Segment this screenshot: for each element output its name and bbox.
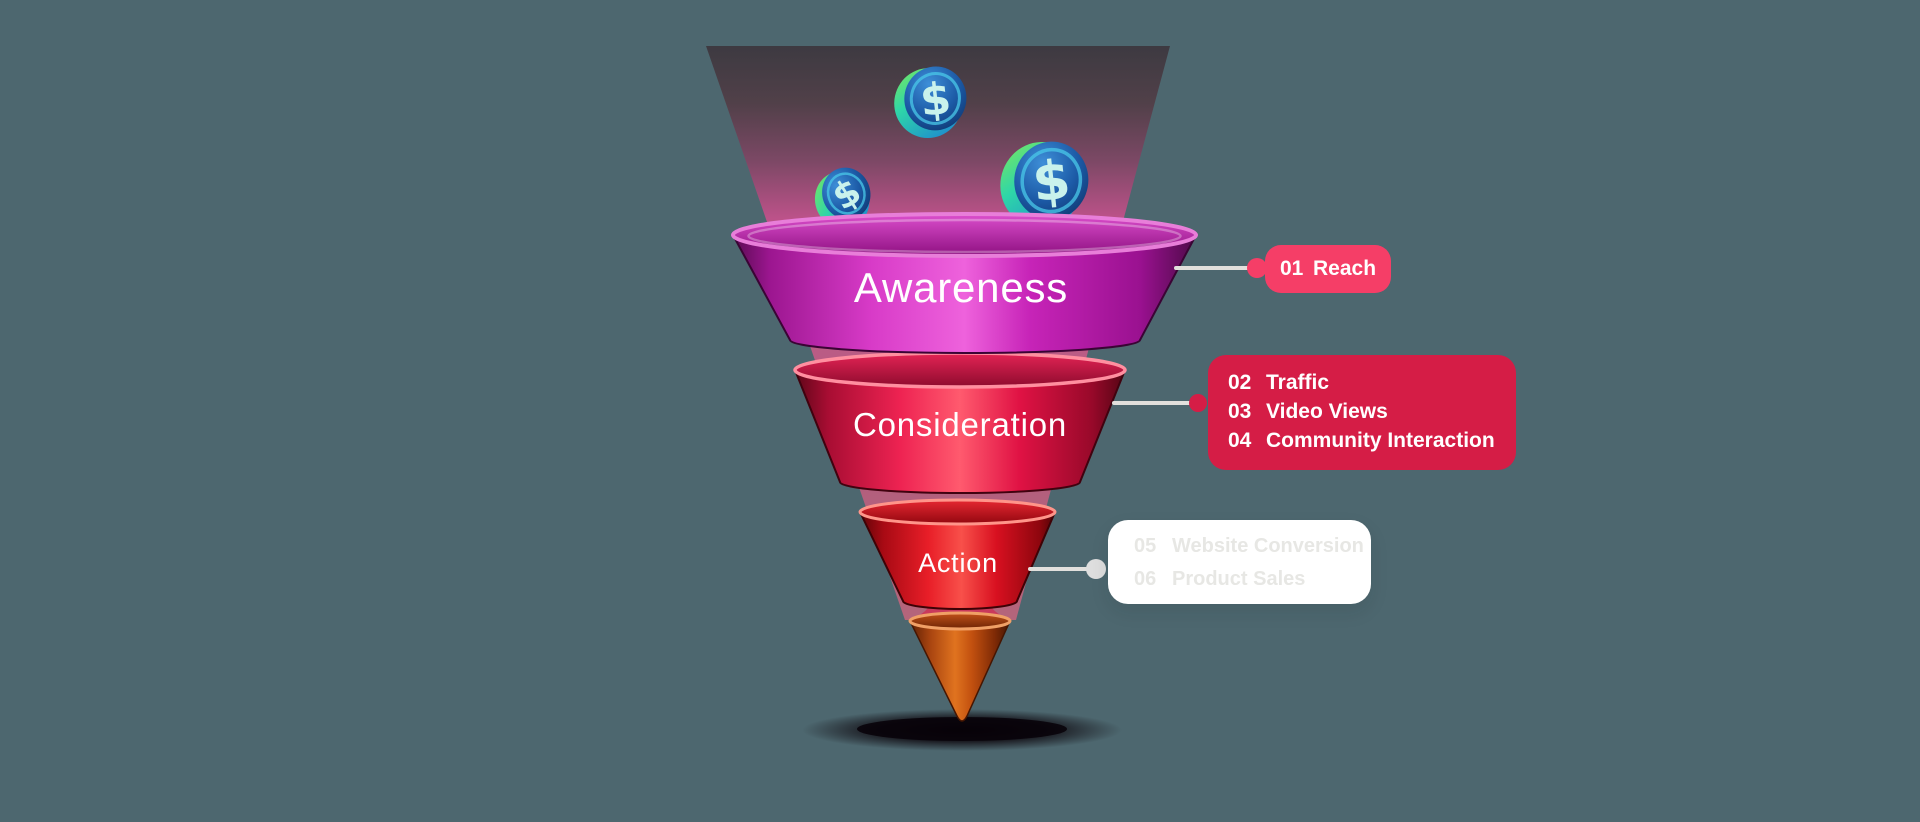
callout-item-label: Reach (1312, 257, 1377, 280)
callout-item-label: Website Conversion (1172, 535, 1364, 557)
stage-label-consideration: Consideration (852, 406, 1068, 443)
dollar-coin-icon: $ (814, 167, 871, 229)
stage-label-awareness: Awareness (853, 264, 1069, 311)
callout-item-number: 03 (1228, 400, 1252, 423)
dollar-sign-glyph: $ (1029, 148, 1073, 215)
callout-row: 04 Community Interaction (1228, 426, 1516, 455)
funnel-bowl-awareness-rim-inner (747, 218, 1182, 254)
callout-connector-line (1112, 401, 1200, 405)
callout-row: 02 Traffic (1228, 368, 1516, 397)
callout-item-number: 06 (1134, 568, 1157, 590)
funnel-bowl-awareness-rim (731, 212, 1198, 258)
dollar-coin-icon: $ (894, 66, 967, 139)
callout-item-number: 04 (1228, 429, 1252, 452)
funnel-bowl-consideration-rim (793, 351, 1127, 389)
callout-item-number: 01 (1279, 257, 1304, 280)
funnel-spout-cone (908, 620, 1012, 722)
callout-connector-line (1174, 266, 1258, 270)
ground-shadow-core (857, 717, 1067, 741)
stage-label-action: Action (918, 548, 998, 578)
callout-item-number: 02 (1228, 371, 1252, 394)
callout-connector-dot (1086, 559, 1106, 579)
dollar-coin-icon: $ (1000, 141, 1089, 228)
callout-action-metrics: 05 Website Conversion 06 Product Sales (1108, 520, 1371, 604)
callout-consideration-metrics: 02 Traffic 03 Video Views 04 Community I… (1208, 355, 1516, 470)
callout-item-number: 05 (1134, 535, 1157, 557)
callout-item-label: Traffic (1266, 371, 1330, 394)
callout-connector-dot (1189, 394, 1207, 412)
funnel-spout-rim (908, 611, 1012, 631)
callout-row: 05 Website Conversion (1134, 530, 1371, 563)
callout-row: 01 Reach (1280, 257, 1376, 281)
callout-item-label: Product Sales (1172, 568, 1306, 590)
callout-item-label: Video Views (1266, 400, 1388, 423)
callout-reach: 01 Reach (1265, 245, 1391, 293)
callout-row: 06 Product Sales (1134, 563, 1371, 596)
callout-connector-line (1028, 567, 1098, 571)
funnel-bowl-action-rim (858, 498, 1057, 526)
callout-row: 03 Video Views (1228, 397, 1516, 426)
callout-connector-dot (1247, 258, 1267, 278)
dollar-sign-glyph: $ (918, 73, 954, 127)
callout-item-label: Community Interaction (1266, 429, 1495, 452)
